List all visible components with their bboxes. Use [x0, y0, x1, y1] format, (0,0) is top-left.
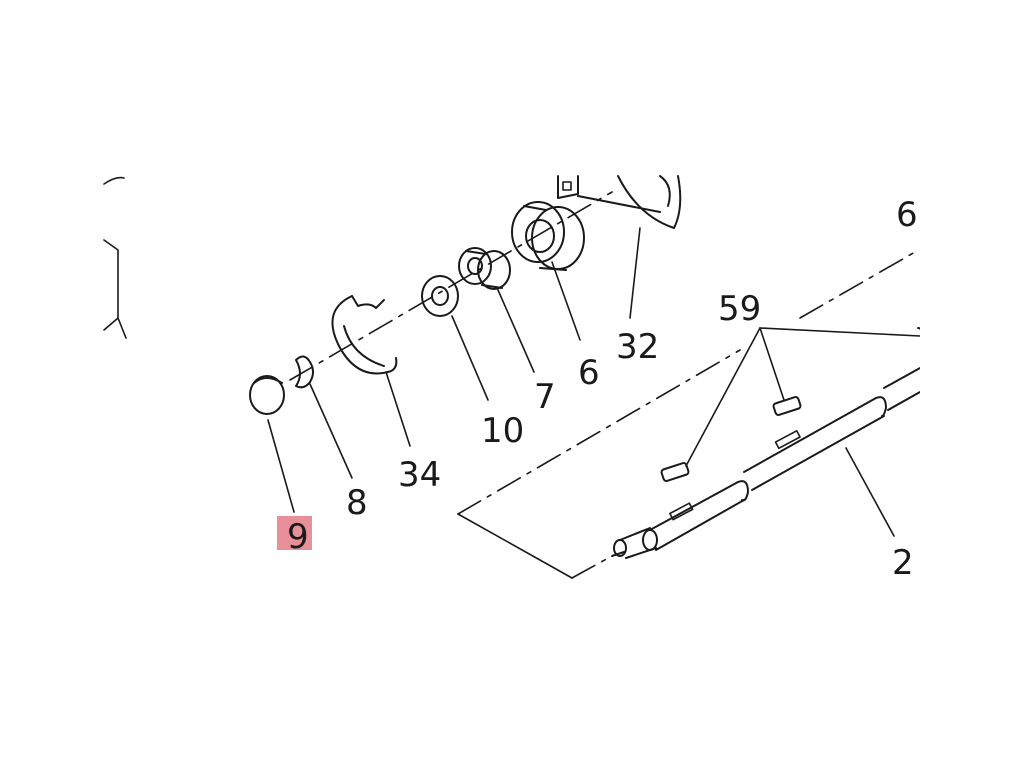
callout-9[interactable]: 9: [287, 517, 309, 557]
part-axis-line: [289, 191, 613, 381]
right-edge-mask: [920, 170, 1024, 610]
callout-32[interactable]: 32: [616, 327, 659, 367]
part-2-shaft: [611, 367, 921, 559]
shaft-frame-upper: [457, 349, 741, 515]
callout-labels: 9 8 34 10 7 6 32 59 2 61: [277, 195, 939, 583]
part-59-keys: [660, 327, 925, 482]
callout-7[interactable]: 7: [534, 377, 556, 417]
part-9-cap: [249, 375, 285, 415]
shaft-frame-left: [457, 513, 573, 579]
part-32-housing: [557, 175, 682, 229]
callout-8[interactable]: 8: [346, 483, 368, 523]
callout-59[interactable]: 59: [718, 289, 761, 329]
part-8-clip: [295, 355, 314, 389]
highlight-box-9: [277, 516, 312, 550]
part-34-snap-ring: [331, 295, 398, 375]
leader-lines: [267, 227, 921, 537]
callout-10[interactable]: 10: [481, 411, 524, 451]
part-6-bearing: [511, 201, 585, 271]
callout-2[interactable]: 2: [892, 543, 914, 583]
part-7-bushing: [458, 247, 511, 290]
callout-6[interactable]: 6: [578, 353, 600, 393]
left-edge-fragment: [103, 176, 127, 339]
part-10-washer: [421, 275, 459, 317]
axis-line-right: [799, 251, 916, 319]
shaft-frame-lower: [571, 555, 613, 579]
callout-34[interactable]: 34: [398, 455, 441, 495]
